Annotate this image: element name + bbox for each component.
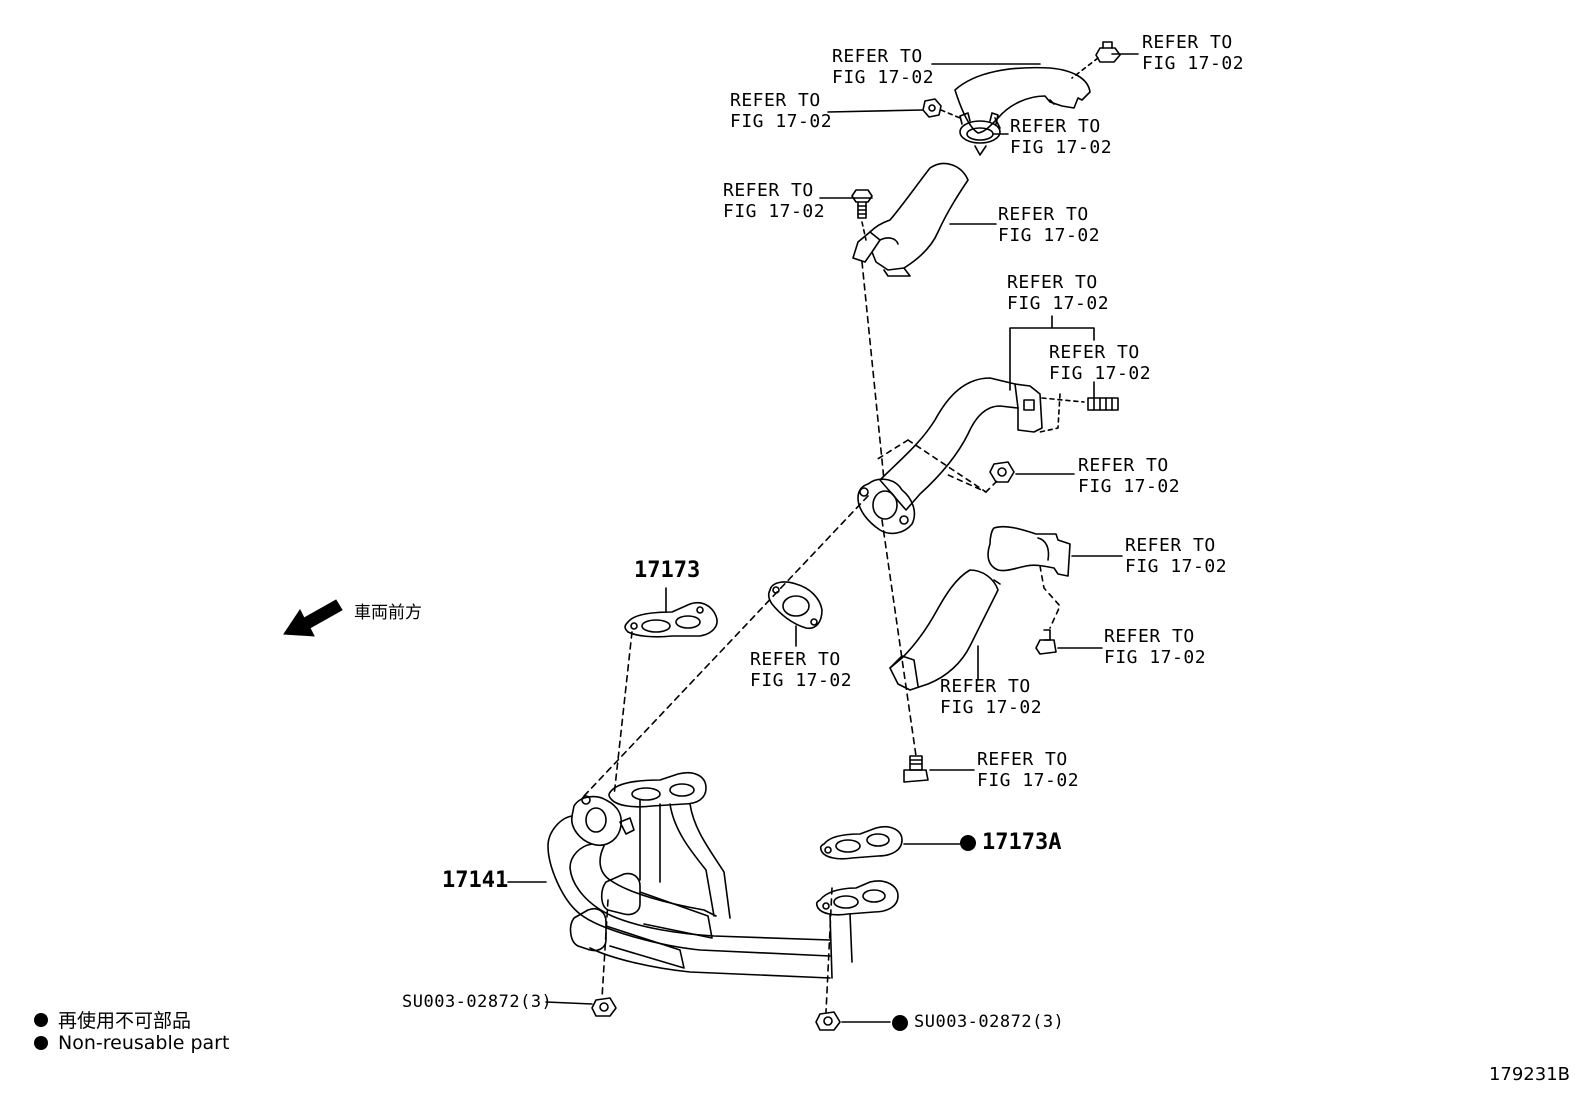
bolt-middle-left — [851, 189, 873, 219]
nut-upper-left — [922, 98, 942, 118]
part-number-17173A: 17173A — [960, 830, 1061, 855]
non-reusable-dot-icon — [892, 1014, 908, 1031]
part-number-17173: 17173 — [634, 558, 701, 583]
gasket-17173A — [819, 825, 903, 860]
clamp — [959, 112, 1001, 156]
nut-bottom-right — [815, 1011, 841, 1031]
middle-heat-insulator — [852, 162, 969, 277]
center-pipe — [857, 377, 1043, 535]
nut-bottom-left — [591, 997, 617, 1017]
lower-heat-insulator — [889, 525, 1071, 691]
legend-en: Non-reusable part — [34, 1032, 229, 1054]
bolt-top-right — [1095, 41, 1121, 63]
figure-number: 179231B — [1488, 1064, 1570, 1085]
gasket-center — [767, 581, 823, 630]
bullet-dot-icon — [34, 1036, 48, 1050]
part-number-17141: 17141 — [442, 868, 509, 893]
upper-heat-insulator — [954, 66, 1091, 134]
nut-right — [989, 461, 1015, 483]
gasket-17173 — [624, 601, 718, 638]
front-direction-arrow-icon — [283, 599, 343, 637]
bullet-dot-icon — [34, 1012, 48, 1027]
part-number-su003-left: SU003-02872(3) — [402, 992, 553, 1012]
part-number-su003-right: SU003-02872(3) — [892, 1012, 1064, 1033]
legend-jp: 再使用不可部品 — [34, 1006, 191, 1033]
bolt-bottom-center — [903, 755, 929, 783]
front-direction-label: 車両前方 — [354, 603, 422, 623]
exhaust-manifold-17141 — [547, 772, 899, 979]
stud-bolt — [1087, 397, 1119, 411]
non-reusable-dot-icon — [960, 834, 976, 851]
bolt-lower-right — [1035, 629, 1057, 655]
